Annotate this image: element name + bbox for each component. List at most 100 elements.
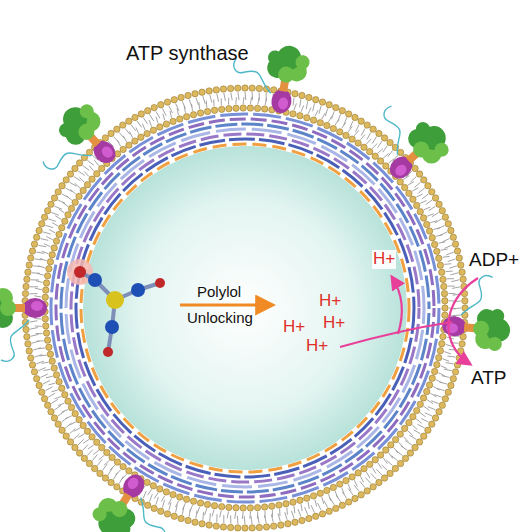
lipid-head <box>219 106 225 112</box>
lipid-head <box>62 218 68 224</box>
lipid-tail <box>348 126 352 132</box>
lipid-tail <box>93 450 99 454</box>
lipid-head <box>220 86 226 92</box>
fo-subunit <box>23 298 47 318</box>
lipid-head <box>383 447 389 453</box>
atp-synthase-symbol <box>0 287 47 361</box>
lipid-head <box>226 105 232 111</box>
lipid-tail <box>417 424 424 428</box>
lipid-head <box>448 227 454 233</box>
lipid-tail <box>117 140 121 146</box>
lipid-tail <box>66 196 71 200</box>
lipid-head <box>358 492 364 498</box>
lipid-head <box>429 421 435 427</box>
synthesis-arrow <box>448 278 478 364</box>
lipid-head <box>211 502 217 508</box>
lipid-head <box>429 189 435 195</box>
lipid-tail <box>306 101 308 109</box>
lipid-tail <box>191 104 193 111</box>
lipid-head <box>47 351 53 357</box>
lipid-tail <box>235 97 237 104</box>
lipid-tail <box>451 280 459 282</box>
lipid-head <box>67 439 73 445</box>
lipid-tail <box>156 497 159 505</box>
lipid-head <box>397 460 403 466</box>
lipid-head <box>420 215 426 221</box>
lipid-tail <box>315 500 317 507</box>
lipid-tail <box>245 92 247 100</box>
lipid-tail <box>443 359 450 362</box>
lipid-head <box>164 511 170 517</box>
atom <box>103 347 113 357</box>
lipid-head <box>114 126 120 132</box>
lipid-tail <box>412 188 418 191</box>
lipid-tail <box>416 194 422 197</box>
lipid-head <box>292 91 298 97</box>
lipid-tail <box>272 510 273 517</box>
lipid-tail <box>291 511 294 519</box>
lipid-tail <box>244 516 246 524</box>
lipid-tail <box>43 369 50 370</box>
lipid-head <box>59 385 65 391</box>
lipid-tail <box>342 123 346 129</box>
lipid-tail <box>446 363 454 364</box>
lipid-tail <box>58 200 65 203</box>
lipid-tail <box>279 509 280 516</box>
lipid-head <box>233 505 239 511</box>
lipid-head <box>413 202 419 208</box>
lipid-head <box>36 227 42 233</box>
lipid-head <box>206 88 212 94</box>
lipid-head <box>171 513 177 519</box>
lipid-head <box>144 479 150 485</box>
lipid-tail <box>94 160 98 165</box>
lipid-tail <box>49 230 55 233</box>
lipid-tail <box>286 508 288 515</box>
lipid-tail <box>319 106 321 114</box>
lipid-head <box>150 483 156 489</box>
lipid-head <box>339 502 345 508</box>
proton-label: H+ <box>318 292 342 311</box>
f1-head <box>90 505 109 524</box>
lipid-head <box>84 182 90 188</box>
lipid-tail <box>378 463 382 469</box>
lipid-head <box>431 368 437 374</box>
lipid-head <box>44 207 50 213</box>
lipid-head <box>25 341 31 347</box>
lipid-head <box>441 290 447 296</box>
lipid-head <box>59 225 65 231</box>
lipid-head <box>65 212 71 218</box>
lipid-tail <box>335 119 339 125</box>
lipid-tail <box>342 488 345 495</box>
lipid-tail <box>74 177 81 181</box>
lipid-head <box>440 333 446 339</box>
lipid-head <box>219 503 225 509</box>
lipid-head <box>452 241 458 247</box>
lipid-head <box>59 427 65 433</box>
lipid-tail <box>99 455 104 459</box>
atom <box>106 291 124 309</box>
lipid-head <box>39 389 45 395</box>
lipid-head <box>434 361 440 367</box>
lipid-tail <box>264 511 265 518</box>
lipid-head <box>25 269 31 275</box>
lipid-head <box>256 524 262 530</box>
lipid-head <box>227 85 233 91</box>
lipid-tail <box>203 96 205 104</box>
lipid-head <box>432 195 438 201</box>
lipid-head <box>171 96 177 102</box>
proton-flow-arrow <box>392 277 402 334</box>
lipid-tail <box>37 273 44 275</box>
lipid-head <box>59 183 65 189</box>
lipid-head <box>164 99 170 105</box>
lipid-head <box>346 499 352 505</box>
lipid-head <box>254 504 260 510</box>
lipid-head <box>306 515 312 521</box>
lipid-tail <box>285 512 287 520</box>
lipid-head <box>313 513 319 519</box>
lipid-tail <box>137 121 142 128</box>
lipid-head <box>94 439 100 445</box>
lipid-head <box>22 290 28 296</box>
lipid-head <box>28 355 34 361</box>
lipid-tail <box>38 266 45 268</box>
